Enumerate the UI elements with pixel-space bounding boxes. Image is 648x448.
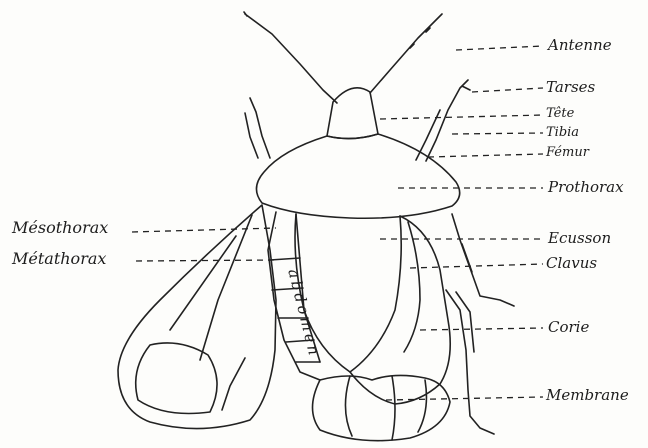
- left-front-leg: [245, 98, 270, 158]
- membrane-outline: [313, 375, 451, 440]
- clavus-line: [404, 222, 420, 352]
- left-antenna: [244, 12, 337, 103]
- left-wing: [118, 205, 276, 429]
- right-front-leg: [416, 80, 470, 161]
- label-clavus: Clavus: [546, 256, 597, 271]
- leader-tibia: [452, 133, 543, 134]
- leader-membrane: [386, 397, 543, 400]
- leader-metathorax: [136, 260, 276, 261]
- leader-femur: [428, 154, 543, 157]
- right-middle-leg: [452, 214, 514, 306]
- label-ecusson: Ecusson: [548, 231, 611, 246]
- leader-tarses: [472, 88, 543, 92]
- right-hind-leg: [446, 290, 494, 434]
- label-tibia: Tibia: [546, 126, 579, 139]
- right-antenna: [370, 14, 442, 93]
- label-tarses: Tarses: [546, 80, 595, 95]
- label-tete: Tête: [546, 107, 574, 120]
- label-antenne: Antenne: [548, 38, 612, 53]
- label-corie: Corie: [548, 320, 589, 335]
- head-outline: [327, 88, 378, 139]
- label-prothorax: Prothorax: [548, 180, 624, 195]
- label-metathorax: Métathorax: [12, 251, 106, 267]
- label-femur: Fémur: [546, 146, 589, 159]
- leader-mesothorax: [132, 228, 276, 232]
- left-hind-leg: [222, 358, 245, 410]
- leader-tete: [380, 115, 543, 119]
- leader-corie: [420, 328, 543, 330]
- label-membrane: Membrane: [546, 388, 629, 403]
- label-mesothorax: Mésothorax: [12, 220, 108, 236]
- membrane-veins: [345, 376, 426, 440]
- leader-antenne: [456, 46, 543, 50]
- leader-clavus: [410, 264, 543, 268]
- left-wing-veins: [136, 215, 252, 414]
- prothorax-outline: [256, 134, 459, 218]
